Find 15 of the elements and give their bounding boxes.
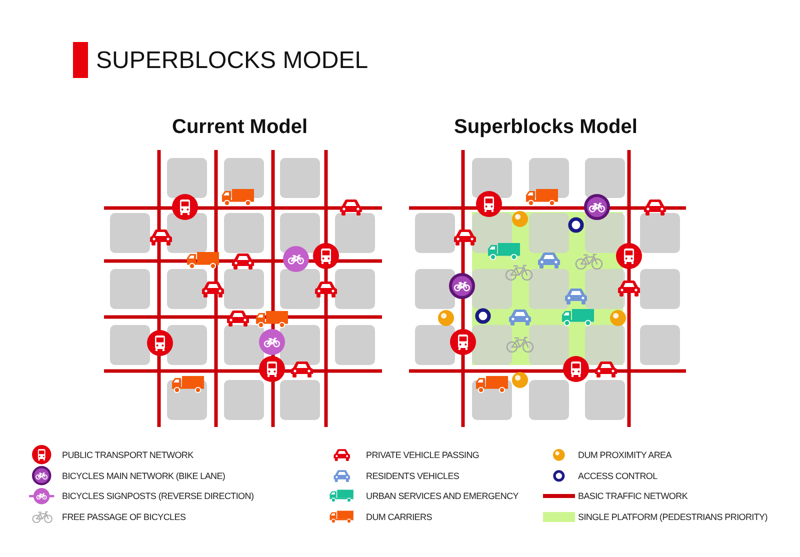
page-title: SUPERBLOCKS MODEL: [96, 46, 368, 76]
map-heading: Superblocks Model: [454, 115, 638, 139]
legend-label: BICYCLES SIGNPOSTS (REVERSE DIRECTION): [62, 490, 254, 502]
legend-label: BASIC TRAFFIC NETWORK: [578, 490, 688, 502]
legend-label: FREE PASSAGE OF BICYCLES: [62, 512, 186, 522]
legend-label: BICYCLES MAIN NETWORK (BIKE LANE): [62, 470, 226, 482]
map-heading: Current Model: [172, 115, 308, 139]
legend-label: PUBLIC TRANSPORT NETWORK: [62, 450, 194, 460]
legend-label: URBAN SERVICES AND EMERGENCY: [366, 490, 518, 502]
legend-label: SINGLE PLATFORM (PEDESTRIANS PRIORITY): [578, 512, 768, 522]
legend-label: RESIDENTS VEHICLES: [366, 470, 460, 482]
legend-label: DUM CARRIERS: [366, 512, 432, 522]
legend-label: ACCESS CONTROL: [578, 470, 658, 482]
legend-label: PRIVATE VEHICLE PASSING: [366, 450, 480, 460]
legend-label: DUM PROXIMITY AREA: [578, 450, 672, 460]
